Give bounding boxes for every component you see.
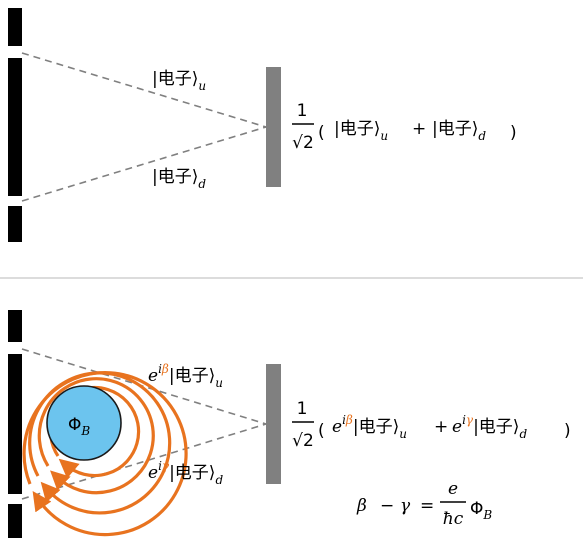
- bottom-open-paren: (: [318, 421, 325, 441]
- top-slit-wall-upper: [8, 8, 22, 46]
- bottom-detector-screen: [266, 364, 281, 484]
- top-slit-wall-lower: [8, 206, 22, 242]
- magnetic-flux-tube: [46, 385, 122, 461]
- bottom-plus-sign: +: [434, 417, 448, 437]
- eq-gamma: γ: [400, 496, 411, 516]
- top-path-lower: [21, 126, 267, 202]
- bottom-path-upper: [21, 348, 267, 425]
- eq-beta: β: [356, 496, 367, 516]
- bottom-close-paren: ): [564, 421, 571, 441]
- flux-label: ΦB: [68, 415, 90, 438]
- top-path-upper: [21, 52, 267, 128]
- top-ket-lower: |电子⟩d: [152, 167, 206, 191]
- bottom-superposition-formula: 1 √2 ( eiβ|电子⟩u + eiγ|电子⟩d ): [292, 399, 571, 451]
- top-close-paren: ): [510, 123, 517, 143]
- potential-ring-4: [22, 371, 188, 537]
- top-panel: |电子⟩u |电子⟩d 1 √2 ( |电子⟩u + |电子⟩d ): [8, 8, 517, 242]
- bottom-slit-wall-middle: [8, 354, 22, 494]
- vector-potential-rings: [22, 371, 188, 537]
- eq-flux: ΦB: [470, 499, 492, 522]
- top-open-paren: (: [318, 123, 325, 143]
- bottom-ket-upper: eiβ|电子⟩u: [148, 362, 223, 390]
- top-slit-wall-middle: [8, 58, 22, 196]
- top-frac-denominator: √2: [292, 133, 314, 153]
- bottom-term-d: eiγ|电子⟩d: [452, 413, 527, 441]
- bottom-slit-wall-lower: [8, 504, 22, 538]
- phase-difference-equation: β − γ = e ħc ΦB: [356, 479, 492, 529]
- top-detector-screen: [266, 67, 281, 187]
- bottom-panel: ΦB eiβ|电子⟩u eiγ|电子⟩d 1 √2 ( eiβ|电子⟩u + e…: [8, 310, 571, 538]
- bottom-frac-denominator: √2: [292, 431, 314, 451]
- bottom-ket-lower: eiγ|电子⟩d: [148, 459, 223, 487]
- bottom-frac-numerator: 1: [297, 399, 308, 419]
- eq-minus: −: [380, 496, 394, 516]
- top-ket-upper: |电子⟩u: [152, 69, 206, 93]
- bottom-term-u: eiβ|电子⟩u: [332, 413, 407, 441]
- top-frac-numerator: 1: [297, 101, 308, 121]
- top-ket-u-term: |电子⟩u: [334, 119, 388, 143]
- eq-equals: =: [420, 496, 434, 516]
- eq-denominator: ħc: [443, 509, 464, 529]
- top-plus-sign: +: [412, 119, 426, 139]
- potential-ring-2: [37, 377, 155, 495]
- eq-numerator: e: [448, 479, 458, 499]
- top-ket-d-term: |电子⟩d: [432, 119, 486, 143]
- top-superposition-formula: 1 √2 ( |电子⟩u + |电子⟩d ): [292, 101, 517, 153]
- bottom-slit-wall-upper: [8, 310, 22, 342]
